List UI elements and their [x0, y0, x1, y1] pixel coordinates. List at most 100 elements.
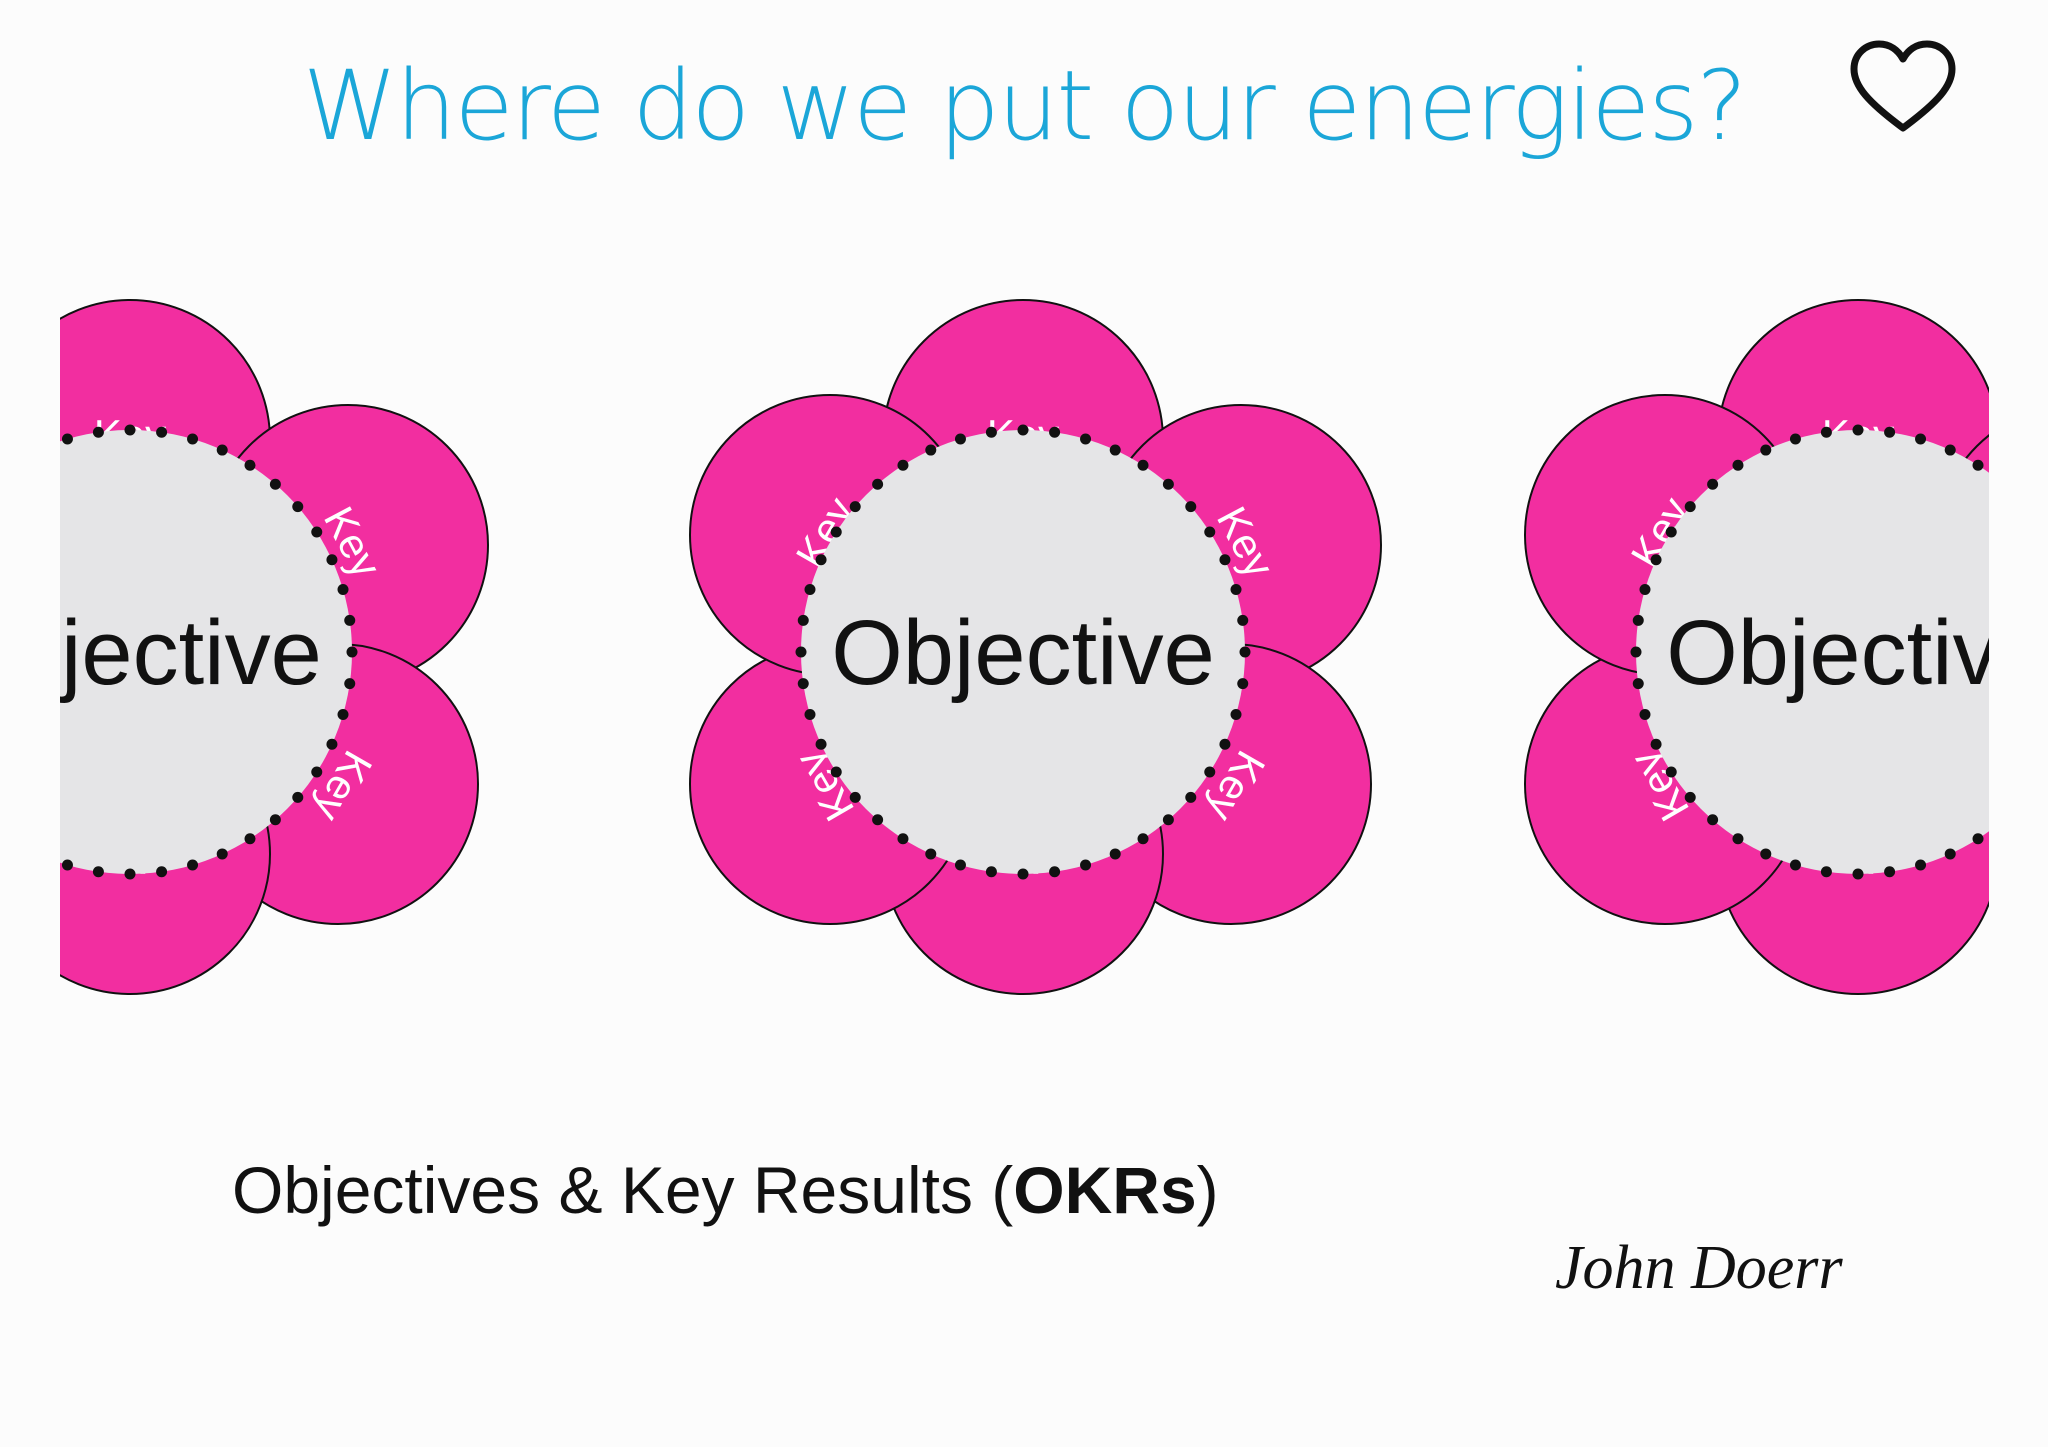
ring-dot: [1684, 501, 1696, 513]
ring-dot: [1944, 848, 1956, 860]
ring-dot: [872, 814, 884, 826]
ring-dot: [1732, 459, 1744, 471]
ring-dot: [1162, 814, 1174, 826]
objective-circle: [801, 430, 1245, 874]
ring-dot: [269, 814, 281, 826]
ring-dot: [1017, 868, 1029, 880]
ring-dot: [1915, 859, 1927, 871]
author-signature: John Doerr: [1555, 1234, 1843, 1302]
ring-dot: [1789, 859, 1801, 871]
key-result-label: Keyresult: [0, 476, 23, 615]
ring-dot: [1760, 848, 1772, 860]
ring-dot: [1684, 791, 1696, 803]
ring-dot: [797, 678, 809, 690]
ring-dot: [1049, 866, 1061, 878]
ring-dot: [1760, 444, 1772, 456]
ring-dot: [872, 478, 884, 490]
ring-dot: [1230, 583, 1242, 595]
ring-dot: [1237, 678, 1249, 690]
ring-dot: [1632, 678, 1644, 690]
ring-dot: [311, 766, 323, 778]
ring-dot: [985, 426, 997, 438]
ring-dot: [2039, 526, 2048, 537]
ring-dot: [849, 501, 861, 513]
ring-dot: [830, 766, 842, 778]
ring-dot: [1650, 554, 1662, 566]
ring-dot: [216, 848, 228, 860]
ring-dot: [1109, 848, 1121, 860]
ring-dot: [1998, 814, 2009, 825]
ring-dot: [1665, 766, 1677, 778]
ring-dot: [187, 433, 199, 445]
ring-dot: [292, 791, 304, 803]
ring-dot: [292, 501, 304, 513]
ring-dot: [1972, 459, 1984, 471]
ring-dot: [1665, 526, 1677, 538]
ring-dot: [1230, 709, 1242, 721]
ring-dot: [1732, 833, 1744, 845]
ring-dot: [337, 583, 349, 595]
ring-dot: [156, 866, 168, 878]
ring-dot: [804, 583, 816, 595]
objective-label: Objective: [1666, 602, 2048, 704]
ring-dot: [61, 433, 73, 445]
objective-label: Objective: [831, 602, 1215, 704]
ring-dot: [1204, 766, 1216, 778]
ring-dot: [61, 859, 73, 871]
ring-dot: [1852, 868, 1864, 880]
ring-dot: [1630, 646, 1642, 658]
ring-dot: [1884, 866, 1896, 878]
ring-dot: [1650, 738, 1662, 750]
ring-dot: [2020, 501, 2031, 512]
ring-dot: [797, 614, 809, 626]
ring-dot: [269, 478, 281, 490]
ring-dot: [1789, 433, 1801, 445]
ring-dot: [954, 859, 966, 871]
ring-dot: [1884, 426, 1896, 438]
ring-dot: [1162, 478, 1174, 490]
key-result-label: Keyresult: [0, 703, 23, 842]
ring-dot: [1998, 479, 2009, 490]
ring-dot: [1707, 814, 1719, 826]
ring-dot: [4, 833, 15, 844]
ring-dot: [925, 444, 937, 456]
ring-dot: [830, 526, 842, 538]
key-result-label: Keyresult: [1990, 486, 2048, 623]
ring-dot: [804, 709, 816, 721]
ring-dot: [815, 554, 827, 566]
ring-dot: [124, 868, 136, 880]
ring-dot: [1972, 833, 1984, 845]
ring-dot: [1239, 646, 1251, 658]
ring-dot: [32, 848, 43, 859]
okr-caption: Objectives & Key Results (OKRs): [232, 1140, 1219, 1240]
favorite-button[interactable]: [1848, 40, 1958, 140]
ring-dot: [849, 791, 861, 803]
ring-dot: [1852, 424, 1864, 436]
ring-dot: [156, 426, 168, 438]
objective-circle: [60, 430, 352, 874]
objective-label: Objective: [0, 602, 322, 704]
okr-flower: KeyresultKeyresultKeyresultKeyresultKeyr…: [689, 299, 1382, 995]
caption-prefix: Objectives & Key Results (: [232, 1153, 1014, 1227]
ring-dot: [1639, 709, 1651, 721]
ring-dot: [925, 848, 937, 860]
ring-dot: [1707, 478, 1719, 490]
ring-dot: [92, 866, 104, 878]
ring-dot: [2020, 792, 2031, 803]
ring-dot: [1185, 791, 1197, 803]
ring-dot: [954, 433, 966, 445]
slide-title: Where do we put our energies?: [302, 50, 1748, 162]
ring-dot: [1049, 426, 1061, 438]
caption-suffix: ): [1196, 1153, 1219, 1227]
ring-dot: [897, 459, 909, 471]
key-result-label: Keyresult: [1980, 704, 2048, 843]
ring-dot: [1137, 459, 1149, 471]
ring-dot: [1080, 859, 1092, 871]
ring-dot: [344, 678, 356, 690]
ring-dot: [1219, 554, 1231, 566]
ring-dot: [985, 866, 997, 878]
ring-dot: [344, 614, 356, 626]
ring-dot: [337, 709, 349, 721]
